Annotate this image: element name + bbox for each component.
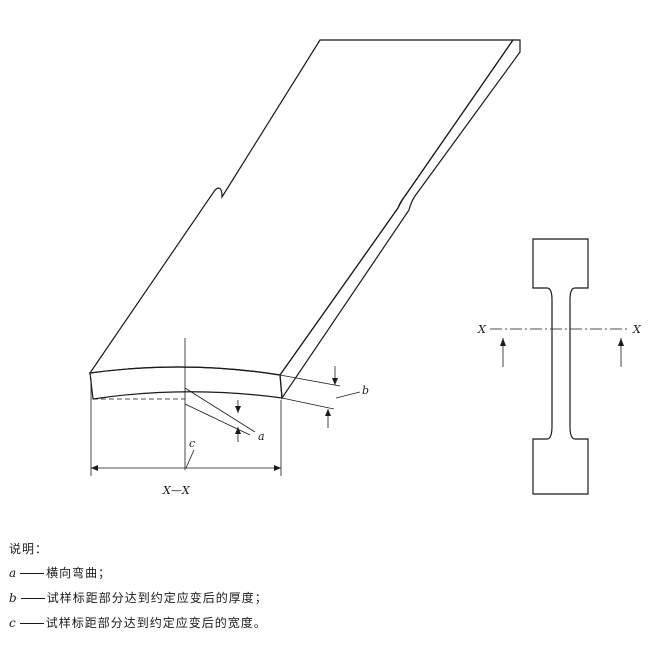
b-extension-bottom [281, 397, 335, 410]
label-c: c [189, 437, 195, 450]
specimen-side-face [279, 39, 521, 400]
label-a: a [258, 430, 265, 443]
specimen-3d-view: a b c X—X [88, 39, 521, 497]
specimen-outline [532, 238, 589, 495]
label-b: b [362, 384, 369, 397]
c-leader-line [185, 449, 195, 469]
specimen-outline-view: X X [477, 238, 642, 495]
specimen-diagram: a b c X—X X X [88, 39, 642, 497]
legend-dash [19, 623, 44, 624]
legend-item: a 横向弯曲； [9, 564, 111, 581]
legend-title: 说明： [9, 542, 49, 556]
a-leader-line [184, 387, 256, 433]
b-extension-top [279, 374, 341, 387]
legend-item: c 试样标距部分达到约定应变后的宽度。 [9, 614, 267, 631]
legend-key: c [9, 616, 17, 630]
legend-key: b [9, 591, 18, 605]
legend-text: 试样标距部分达到约定应变后的厚度； [46, 591, 268, 605]
legend-dash [20, 598, 45, 599]
b-leader-line [335, 391, 361, 399]
legend-dash [20, 573, 45, 574]
specimen-top-face [88, 39, 515, 376]
cross-section-hatched [89, 366, 283, 400]
label-x-right: X [632, 323, 642, 336]
legend-item: b 试样标距部分达到约定应变后的厚度； [9, 589, 268, 606]
legend-text: 横向弯曲； [46, 566, 112, 580]
legend-text: 试样标距部分达到约定应变后的宽度。 [45, 616, 267, 630]
label-x-left: X [477, 323, 487, 336]
legend-key: a [9, 566, 18, 580]
label-section: X—X [162, 484, 191, 497]
